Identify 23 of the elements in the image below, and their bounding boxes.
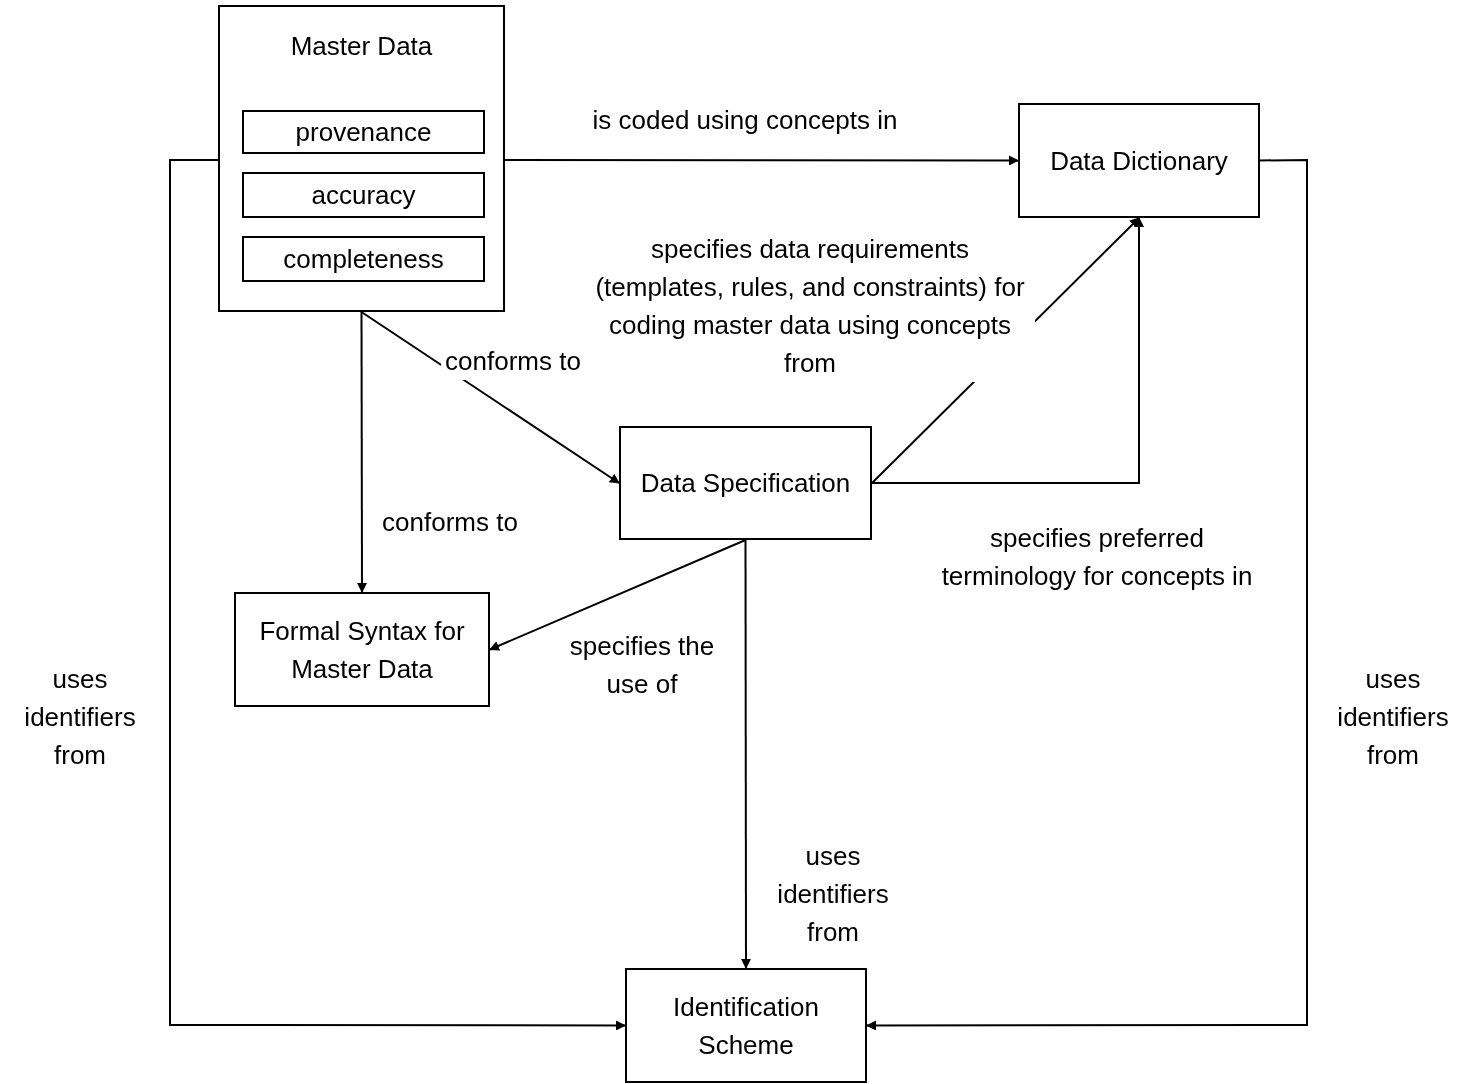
arrow (360, 311, 620, 484)
box-label: Data Specification (639, 467, 852, 500)
group-title: Master Data (289, 30, 434, 63)
process-box (242, 236, 485, 282)
group-box (218, 5, 505, 312)
process-box (234, 592, 490, 707)
process-box (1018, 103, 1260, 218)
box-label: accuracy (310, 179, 417, 212)
process-box (242, 172, 485, 218)
arrow (866, 159, 1308, 1031)
process-box (619, 426, 872, 540)
arrow (357, 311, 367, 593)
arrow (489, 539, 747, 651)
box-label: Formal Syntax for Master Data (258, 614, 466, 686)
arrow (504, 155, 1019, 166)
box-label: Data Dictionary (1049, 144, 1229, 178)
box-label: Identification Scheme (672, 990, 820, 1062)
process-box (242, 110, 485, 154)
arrow (169, 159, 626, 1031)
process-box (625, 968, 867, 1083)
box-label: completeness (282, 243, 445, 276)
arrow (741, 539, 751, 969)
box-label: provenance (294, 116, 433, 149)
